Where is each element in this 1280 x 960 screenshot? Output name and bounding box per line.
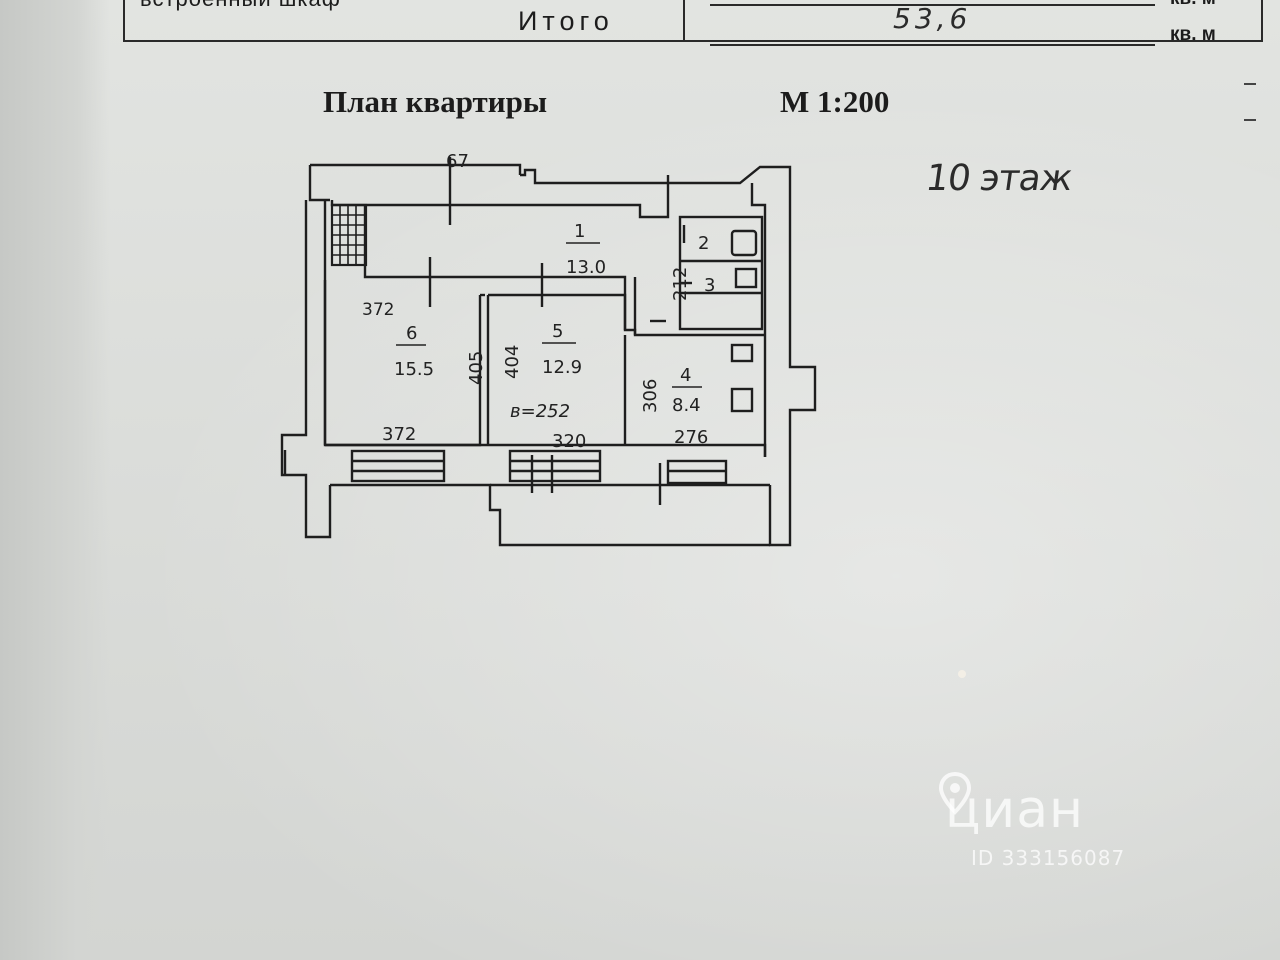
- bottom-inner-wall: [325, 443, 767, 457]
- outer-wall-top-2: [520, 168, 668, 185]
- room-1-number: 1: [574, 221, 585, 242]
- dim-wall-6-5: 405: [466, 351, 487, 385]
- room-5-walls: [488, 293, 765, 337]
- room-1-area: 13.0: [566, 257, 606, 278]
- dim-room5-left: 404: [502, 345, 523, 379]
- room-6-number: 6: [406, 323, 417, 344]
- floor-plan: 67 1 13.0 2 3 372 6 15.5 372 405 404 5 1…: [280, 151, 817, 547]
- watermark-brand: циан: [945, 780, 1085, 840]
- total-underline: [710, 44, 1155, 46]
- paper-fold-shadow: [0, 0, 110, 960]
- dim-room4-left: 306: [640, 379, 661, 413]
- inner-wall-right: [750, 183, 767, 457]
- total-unit: кв. м: [1170, 24, 1216, 45]
- floor-note: 10 этаж: [923, 158, 1075, 199]
- bathroom-block: [678, 215, 764, 331]
- total-label: Итого: [518, 6, 614, 36]
- outer-wall-left: [280, 200, 332, 539]
- cian-watermark: циан ID 333156087: [935, 770, 1165, 870]
- plan-scale: М 1:200: [780, 84, 890, 119]
- window-room6: [350, 449, 446, 483]
- toilet-fixture: [730, 229, 758, 257]
- table-divider: [683, 0, 685, 42]
- room-4-area: 8.4: [672, 395, 701, 416]
- dim-room5-bottom: 320: [552, 431, 586, 452]
- outer-wall-right: [668, 165, 817, 547]
- top-row-underline: [710, 4, 1155, 6]
- outer-wall-top-1: [310, 163, 522, 175]
- area-summary-table: [123, 0, 1263, 42]
- edge-marks: [1244, 83, 1256, 121]
- room-5-number: 5: [552, 321, 563, 342]
- room-5-area: 12.9: [542, 357, 582, 378]
- dim-balcony-note: в=252: [510, 401, 570, 422]
- unit-top: кв. м: [1170, 0, 1216, 10]
- dim-corridor-side: 212: [670, 267, 691, 301]
- room-3-number: 3: [704, 275, 715, 296]
- dim-top-wall: 67: [446, 151, 469, 172]
- dim-room6-bottom: 372: [382, 424, 416, 445]
- outer-wall-top-left: [308, 165, 330, 202]
- sink-kitchen-fixture: [730, 387, 754, 413]
- inner-wall-top: [330, 200, 670, 219]
- pin-icon: [938, 771, 972, 815]
- stair-hatch: [330, 203, 368, 267]
- window-room5: [508, 449, 602, 483]
- window-room4: [666, 459, 728, 485]
- paper-speck: [958, 670, 966, 678]
- dim-room4-bottom: 276: [674, 427, 708, 448]
- watermark-id: ID 333156087: [971, 846, 1126, 870]
- stove-fixture: [730, 343, 754, 363]
- loggia-outer: [330, 483, 770, 547]
- room-2-number: 2: [698, 233, 709, 254]
- total-area-value: 53,6: [893, 2, 972, 35]
- cut-row-label: встроенный шкаф: [140, 0, 341, 12]
- sink-fixture: [734, 267, 758, 289]
- dim-room6-top: 372: [362, 300, 394, 320]
- room-4-number: 4: [680, 365, 691, 386]
- room-6-area: 15.5: [394, 359, 434, 380]
- plan-title: План квартиры: [323, 84, 548, 119]
